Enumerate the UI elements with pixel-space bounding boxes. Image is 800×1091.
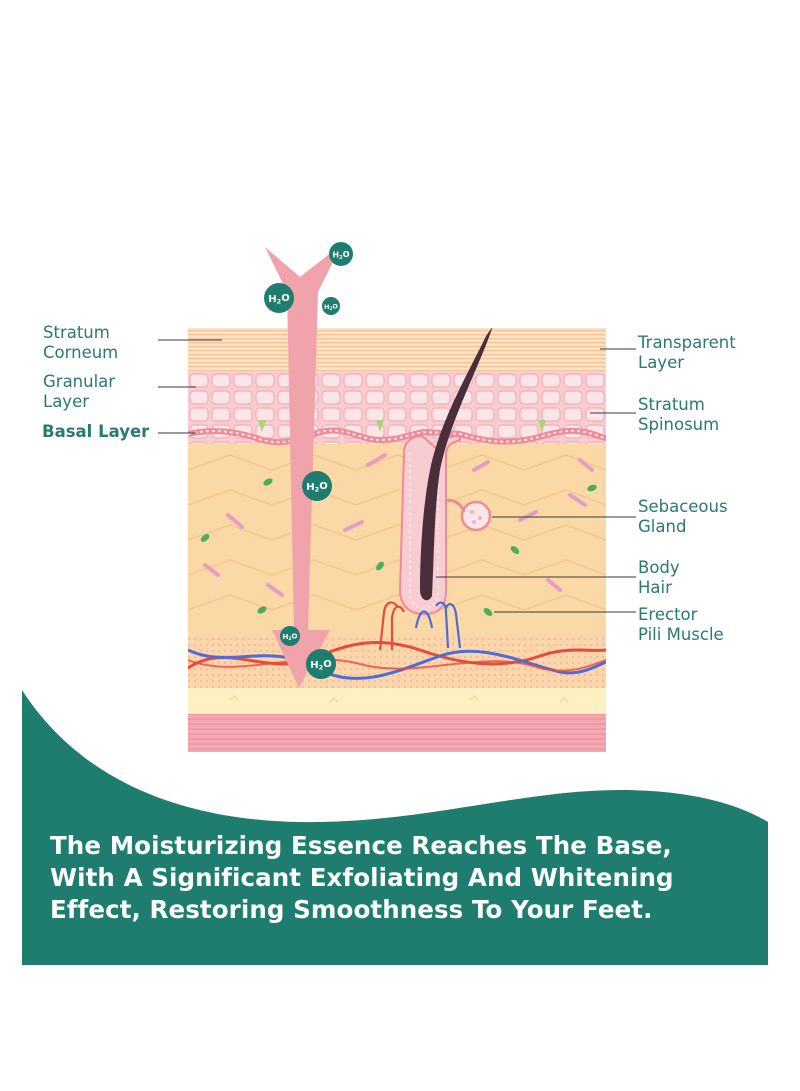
h2o-label: H2O	[310, 659, 331, 672]
headline-line: Effect, Restoring Smoothness To Your Fee…	[50, 895, 653, 924]
fat-layer	[188, 688, 606, 714]
label-line: Layer	[43, 392, 90, 411]
muscle-layer	[188, 714, 606, 752]
h2o-molecule	[322, 297, 340, 315]
vein	[188, 648, 606, 680]
dermis-layer	[188, 444, 606, 634]
h2o-molecules	[264, 242, 353, 679]
hair-shaft	[420, 328, 493, 601]
headline-line: The Moisturizing Essence Reaches The Bas…	[50, 831, 672, 860]
label-line: Layer	[638, 353, 685, 372]
label-body-hair: Body Hair	[638, 558, 680, 598]
sebaceous-gland	[460, 500, 492, 532]
label-basal-layer: Basal Layer	[42, 422, 149, 442]
label-line: Transparent	[638, 333, 736, 352]
dermis-fibers	[188, 454, 606, 611]
stratum-corneum-layer	[188, 328, 606, 376]
h2o-molecule	[264, 283, 294, 313]
label-line: Stratum	[43, 323, 110, 342]
label-stratum-corneum: Stratum Corneum	[43, 323, 118, 363]
label-line: Gland	[638, 517, 687, 536]
label-line: Body	[638, 558, 680, 577]
collagen-fibers	[203, 453, 594, 597]
label-line: Sebaceous	[638, 497, 728, 516]
headline-line: With A Significant Exfoliating And White…	[50, 863, 674, 892]
h2o-molecule	[306, 649, 336, 679]
h2o-label: H2O	[268, 293, 289, 306]
h2o-label: H2O	[324, 302, 338, 311]
cell-layer	[188, 372, 606, 444]
h2o-molecule	[329, 242, 353, 266]
h2o-molecule	[280, 626, 300, 646]
label-line: Stratum	[638, 395, 705, 414]
headline-text: The Moisturizing Essence Reaches The Bas…	[50, 830, 770, 926]
dotted-tissue	[188, 634, 606, 690]
label-transparent-layer: Transparent Layer	[638, 333, 736, 373]
headline-banner	[22, 690, 768, 965]
h2o-molecule	[302, 471, 332, 501]
label-line: Hair	[638, 578, 672, 597]
label-sebaceous-gland: Sebaceous Gland	[638, 497, 728, 537]
penetration-arrow	[265, 244, 342, 688]
h2o-label: H2O	[283, 632, 298, 642]
skin-cross-section	[188, 328, 606, 752]
label-stratum-spinosum: Stratum Spinosum	[638, 395, 719, 435]
label-leader-lines	[158, 339, 636, 613]
artery	[188, 640, 606, 670]
h2o-label: H2O	[332, 250, 349, 261]
h2o-label: H2O	[306, 481, 327, 494]
erector-pili-muscle	[378, 601, 462, 651]
label-line: Spinosum	[638, 415, 720, 434]
label-line: Pili Muscle	[638, 625, 724, 644]
label-line: Erector	[638, 605, 698, 624]
label-granular-layer: Granular Layer	[43, 372, 115, 412]
label-line: Granular	[43, 372, 116, 391]
label-line: Corneum	[43, 343, 119, 362]
label-line: Basal Layer	[42, 422, 150, 441]
label-erector-pili-muscle: Erector Pili Muscle	[638, 605, 724, 645]
